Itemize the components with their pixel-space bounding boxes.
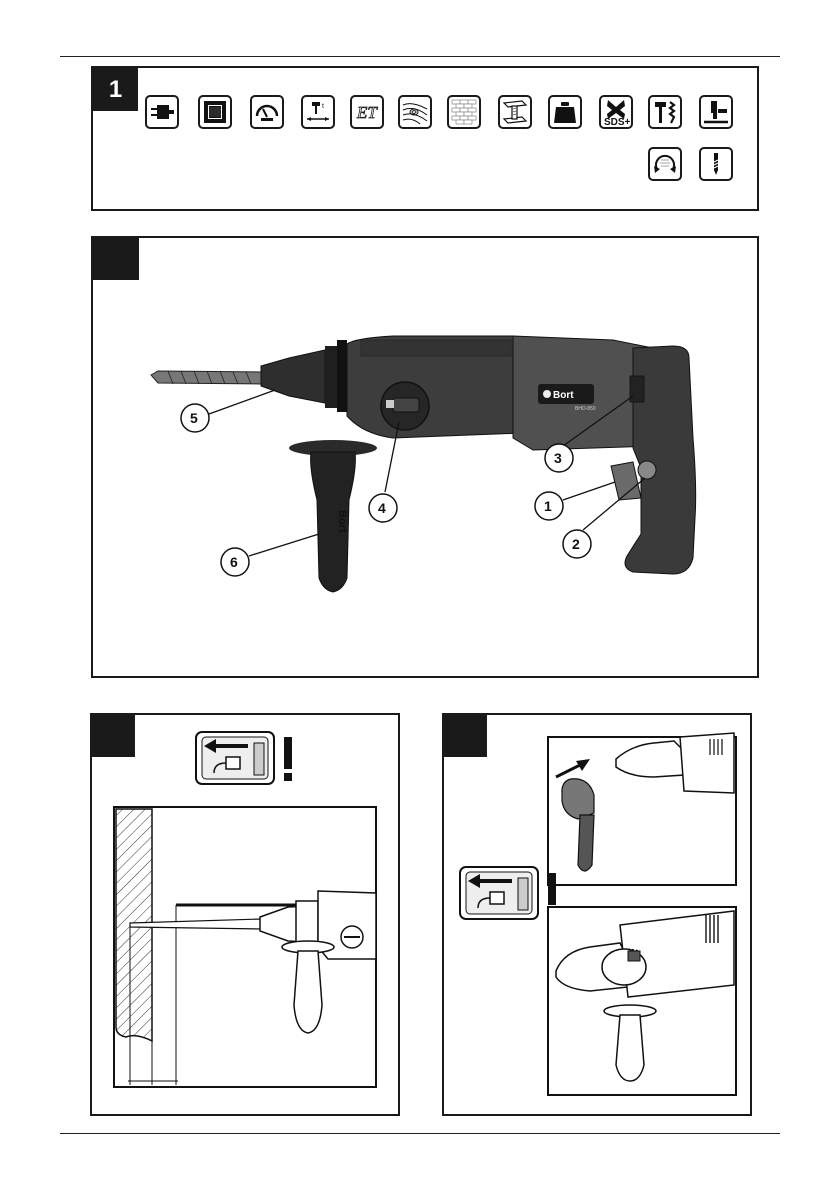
drill-illustration: Bort BHD-850 Bort 5 4 6 <box>93 238 757 676</box>
unplug-warning <box>460 867 556 919</box>
sds-plus-icon: SDS+ <box>599 95 633 129</box>
auxiliary-handle <box>294 951 322 1033</box>
svg-text:2: 2 <box>572 536 580 552</box>
figure-4-handle-mounting <box>442 713 752 1116</box>
drill-bit <box>151 371 263 384</box>
figure-2-drill-overview: Bort BHD-850 Bort 5 4 6 <box>91 236 759 678</box>
handle-brand-label: Bort <box>336 510 348 533</box>
mode-selector <box>381 382 429 430</box>
svg-text:6: 6 <box>230 554 238 570</box>
figure-3-depth-stop <box>90 713 400 1116</box>
model-label: BHD-850 <box>575 406 596 412</box>
callout-5: 5 <box>181 390 275 432</box>
impact-energy-icon: t <box>301 95 335 129</box>
figure-number: 1 <box>93 68 138 111</box>
switch-reverse <box>630 376 644 402</box>
header-rule <box>60 56 780 57</box>
callout-6: 6 <box>221 534 319 576</box>
handle-mounting-illustration <box>444 715 750 1114</box>
plug-icon <box>145 95 179 129</box>
lock-button <box>638 461 656 479</box>
exclamation-icon <box>548 873 556 905</box>
svg-text:SDS+: SDS+ <box>604 117 631 127</box>
svg-text:t: t <box>322 103 324 110</box>
speed-gauge-icon <box>250 95 284 129</box>
svg-text:ET: ET <box>356 103 378 122</box>
chisel-mode-icon <box>699 95 733 129</box>
svg-text:4: 4 <box>378 500 386 516</box>
callout-1: 1 <box>535 482 615 520</box>
exclamation-icon <box>284 737 292 769</box>
brick-icon <box>447 95 481 129</box>
hammer-drill-mode-icon <box>648 95 682 129</box>
svg-text:1: 1 <box>544 498 552 514</box>
chuck <box>261 350 325 403</box>
auxiliary-handle: Bort <box>289 440 377 592</box>
insulation-icon <box>198 95 232 129</box>
depth-stop-illustration <box>92 715 398 1114</box>
drill-bit-icon <box>699 147 733 181</box>
et-icon: ET <box>350 95 384 129</box>
brand-logo: Bort <box>553 390 574 401</box>
reverse-rotation-icon <box>648 147 682 181</box>
svg-text:5: 5 <box>190 410 198 426</box>
unplug-warning <box>196 732 292 784</box>
weight-icon <box>548 95 582 129</box>
figure-1-pictograms: 1 t ET SDS+ <box>91 66 759 211</box>
footer-rule <box>60 1133 780 1134</box>
svg-text:3: 3 <box>554 450 562 466</box>
steel-icon <box>498 95 532 129</box>
wood-icon <box>398 95 432 129</box>
